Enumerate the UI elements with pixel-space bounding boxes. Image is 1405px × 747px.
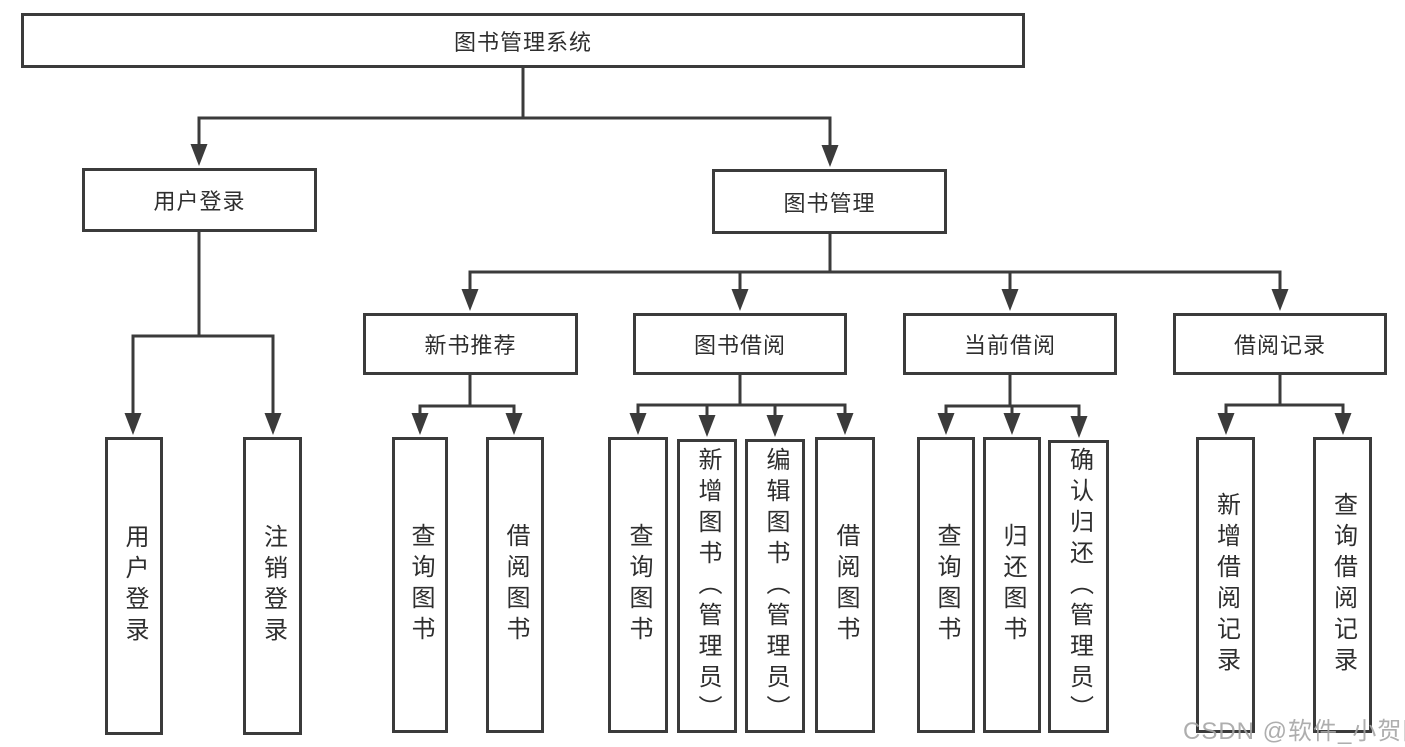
leaf-logout: 注销登录 [243, 437, 302, 735]
leaf-borrow-books: 借阅图书 [815, 437, 875, 733]
leaf-add-books-admin: 新增图书（管理员） [677, 439, 737, 733]
leaf-query-books-borrow: 查询图书 [608, 437, 668, 733]
csdn-watermark: CSDN @软件_小贺同学 [1183, 718, 1405, 745]
node-book-borrowing: 图书借阅 [633, 313, 847, 375]
leaf-borrow-books-recommend: 借阅图书 [486, 437, 544, 733]
leaf-return-books: 归还图书 [983, 437, 1041, 733]
leaf-add-borrow-record: 新增借阅记录 [1196, 437, 1255, 733]
node-book-management: 图书管理 [712, 169, 947, 234]
node-borrowing-records: 借阅记录 [1173, 313, 1387, 375]
leaf-query-borrow-record: 查询借阅记录 [1313, 437, 1372, 733]
leaf-confirm-return-admin: 确认归还（管理员） [1048, 440, 1109, 733]
leaf-query-books-current: 查询图书 [917, 437, 975, 733]
leaf-query-books-recommend: 查询图书 [392, 437, 448, 733]
leaf-user-login: 用户登录 [105, 437, 163, 735]
node-current-borrowing: 当前借阅 [903, 313, 1117, 375]
node-user-login: 用户登录 [82, 168, 317, 232]
leaf-edit-books-admin: 编辑图书（管理员） [745, 439, 805, 733]
node-new-book-recommendation: 新书推荐 [363, 313, 578, 375]
node-library-management-system: 图书管理系统 [21, 13, 1025, 68]
